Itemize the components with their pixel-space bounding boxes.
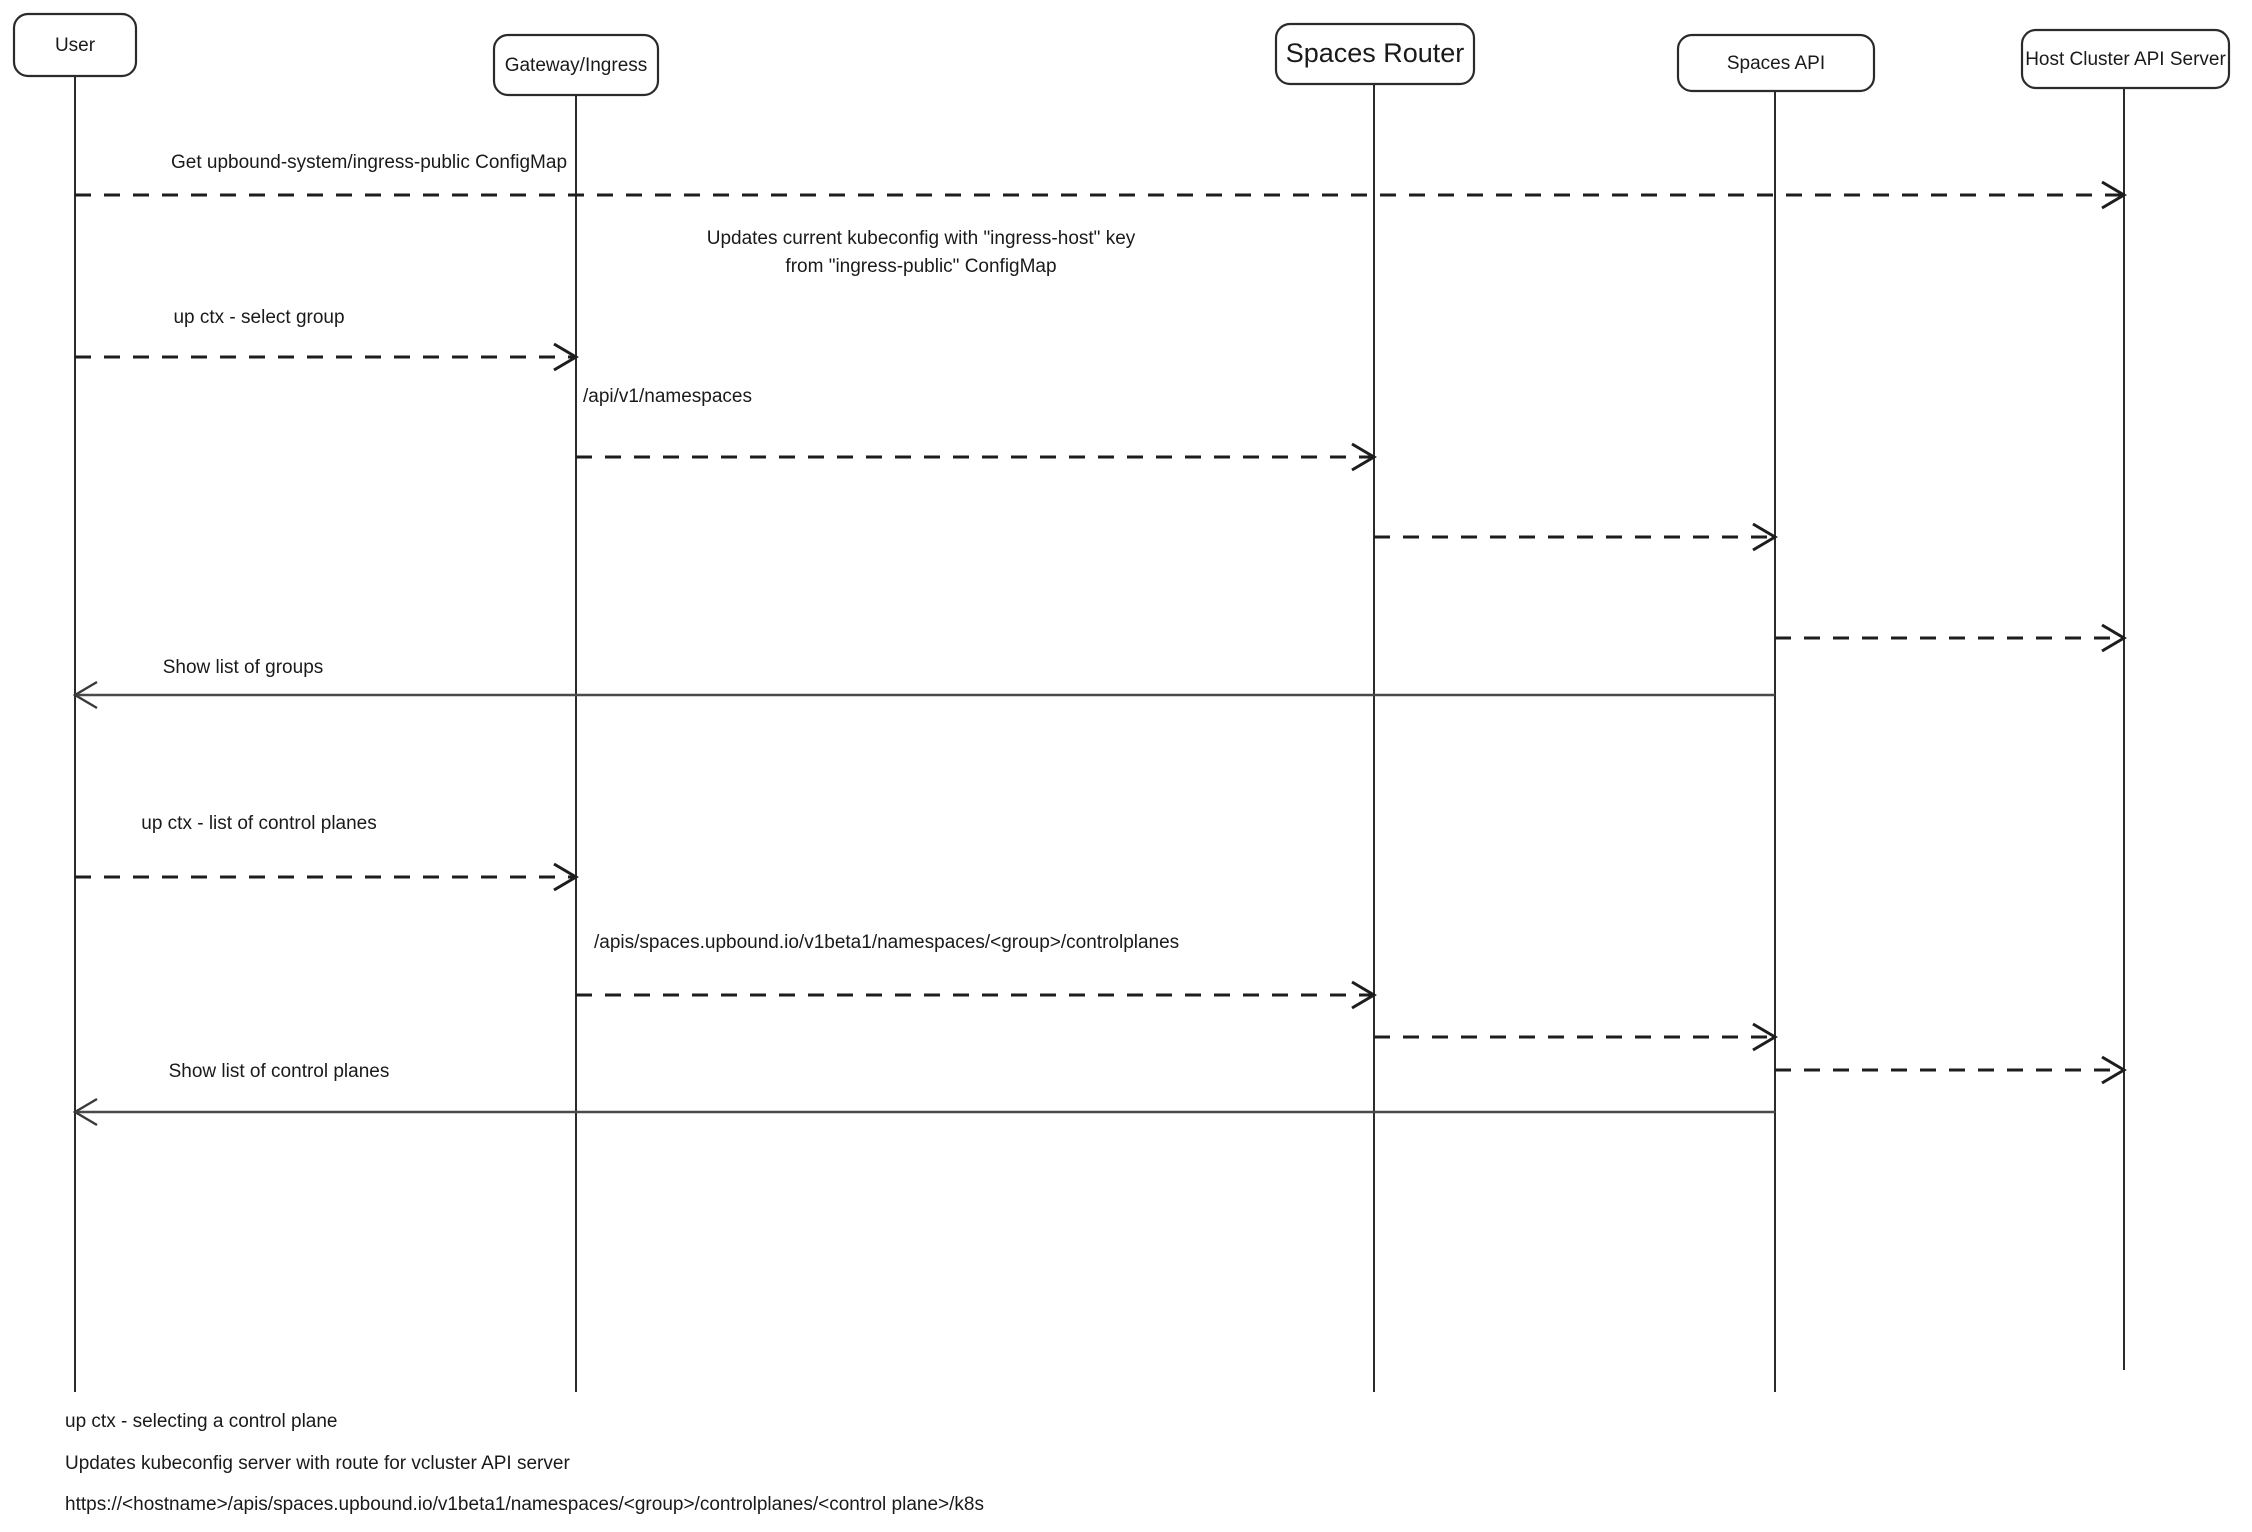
message-label-m9: /apis/spaces.upbound.io/v1beta1/namespac… bbox=[594, 932, 1179, 953]
actor-box-router[interactable] bbox=[1274, 22, 1476, 86]
arrow-head bbox=[72, 1097, 98, 1127]
arrow-head-path bbox=[1351, 442, 1377, 472]
actor-user[interactable]: User bbox=[12, 12, 138, 78]
message-m11 bbox=[1775, 1055, 2127, 1085]
message-m1: Get upbound-system/ingress-public Config… bbox=[75, 152, 2127, 210]
message-m10 bbox=[1374, 1022, 1778, 1052]
arrow-head bbox=[553, 862, 579, 892]
arrow-head bbox=[1752, 1022, 1778, 1052]
message-m4: /api/v1/namespaces bbox=[576, 386, 1377, 472]
arrow-head-path bbox=[1752, 1022, 1778, 1052]
arrow-head bbox=[1351, 980, 1377, 1010]
actor-label-hostapi: Host Cluster API Server bbox=[2025, 49, 2226, 70]
arrow-head-path bbox=[1351, 980, 1377, 1010]
messages-layer: Get upbound-system/ingress-public Config… bbox=[72, 152, 2127, 1127]
actor-box-gateway[interactable] bbox=[492, 33, 660, 97]
actor-box-spacesapi[interactable] bbox=[1676, 33, 1876, 93]
message-m2: Updates current kubeconfig with "ingress… bbox=[707, 228, 1136, 277]
actor-spacesapi[interactable]: Spaces API bbox=[1676, 33, 1876, 93]
actor-gateway[interactable]: Gateway/Ingress bbox=[492, 33, 660, 97]
message-m8: up ctx - list of control planes bbox=[75, 813, 579, 892]
message-label-m4: /api/v1/namespaces bbox=[583, 386, 752, 407]
message-m6 bbox=[1775, 623, 2127, 653]
message-label-m7: Show list of groups bbox=[163, 657, 324, 678]
actor-hostapi[interactable]: Host Cluster API Server bbox=[2020, 28, 2231, 90]
arrow-head-path bbox=[72, 680, 98, 710]
actor-label-gateway: Gateway/Ingress bbox=[505, 55, 648, 76]
message-label-m2: Updates current kubeconfig with "ingress… bbox=[707, 228, 1136, 249]
actor-label-router: Spaces Router bbox=[1286, 38, 1465, 68]
note-n3: https://<hostname>/apis/spaces.upbound.i… bbox=[65, 1494, 984, 1515]
message-m12: Show list of control planes bbox=[72, 1061, 1775, 1127]
message-label-m1: Get upbound-system/ingress-public Config… bbox=[171, 152, 567, 173]
arrow-head-path bbox=[553, 862, 579, 892]
message-m3: up ctx - select group bbox=[75, 307, 579, 372]
arrow-head bbox=[2101, 1055, 2127, 1085]
actor-label-spacesapi: Spaces API bbox=[1727, 53, 1825, 74]
message-label-m2-line2: from "ingress-public" ConfigMap bbox=[785, 256, 1056, 277]
arrow-head-path bbox=[553, 342, 579, 372]
actor-box-hostapi[interactable] bbox=[2020, 28, 2231, 90]
arrow-head bbox=[553, 342, 579, 372]
arrow-head-path bbox=[2101, 180, 2127, 210]
arrow-head bbox=[1752, 522, 1778, 552]
notes-layer: up ctx - selecting a control planeUpdate… bbox=[65, 1411, 984, 1515]
note-n1: up ctx - selecting a control plane bbox=[65, 1411, 338, 1432]
arrow-head bbox=[72, 680, 98, 710]
note-n2: Updates kubeconfig server with route for… bbox=[65, 1453, 570, 1474]
actor-label-user: User bbox=[55, 35, 96, 56]
arrow-head-path bbox=[2101, 623, 2127, 653]
arrow-head bbox=[2101, 180, 2127, 210]
arrow-head-path bbox=[2101, 1055, 2127, 1085]
arrow-head bbox=[1351, 442, 1377, 472]
message-m7: Show list of groups bbox=[72, 657, 1775, 710]
message-label-m3: up ctx - select group bbox=[173, 307, 344, 328]
message-m5 bbox=[1374, 522, 1778, 552]
message-m9: /apis/spaces.upbound.io/v1beta1/namespac… bbox=[576, 932, 1377, 1010]
arrow-head-path bbox=[72, 1097, 98, 1127]
arrow-head-path bbox=[1752, 522, 1778, 552]
lifelines-layer bbox=[74, 76, 2125, 1392]
arrow-head bbox=[2101, 623, 2127, 653]
actor-router[interactable]: Spaces Router bbox=[1274, 22, 1476, 86]
message-label-m8: up ctx - list of control planes bbox=[141, 813, 377, 834]
message-label-m12: Show list of control planes bbox=[169, 1061, 390, 1082]
actor-box-user[interactable] bbox=[12, 12, 138, 78]
